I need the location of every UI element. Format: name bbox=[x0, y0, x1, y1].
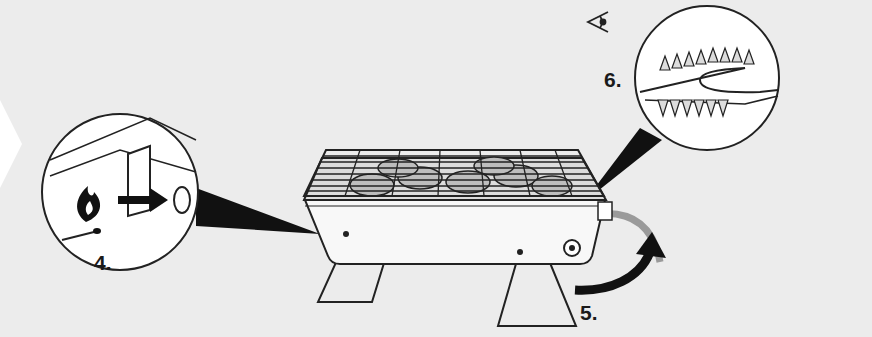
grill-tray bbox=[304, 158, 612, 264]
eye-icon bbox=[588, 12, 608, 32]
page-notch bbox=[0, 100, 22, 188]
detail-circle bbox=[635, 6, 779, 150]
callout-number: 4. bbox=[94, 252, 112, 273]
leader-wedge bbox=[196, 188, 320, 234]
detail-circle bbox=[42, 114, 198, 270]
turn-arrow bbox=[575, 252, 650, 290]
arrow-head bbox=[636, 232, 666, 258]
callout-number: 5. bbox=[580, 302, 598, 323]
charcoal bbox=[350, 157, 572, 196]
callout-number: 6. bbox=[604, 69, 622, 90]
grate bbox=[304, 150, 604, 196]
